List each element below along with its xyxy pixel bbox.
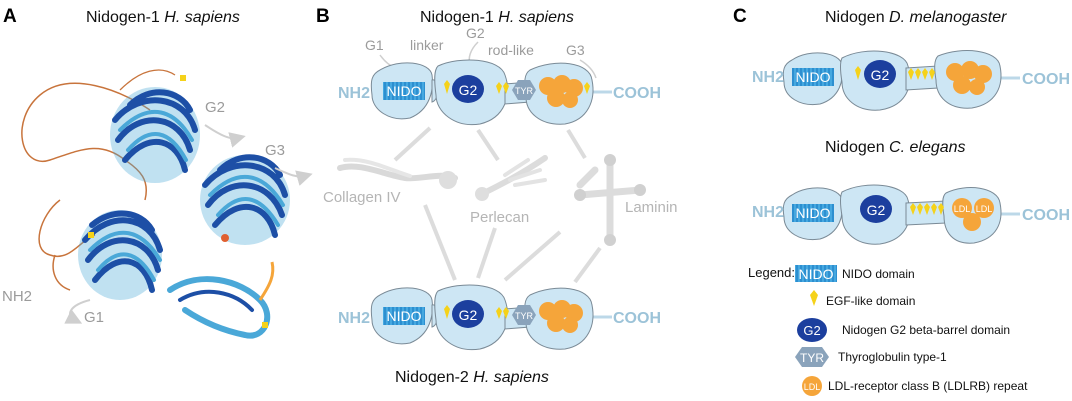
panel-c-title-2: Nidogen C. elegans	[825, 139, 966, 156]
collagen-iv-ligand: Collagen IV	[323, 157, 458, 206]
label-b-g2: G2	[466, 25, 485, 41]
panel-a: A Nidogen-1 H. sapiens	[2, 6, 313, 339]
svg-text:COOH: COOH	[613, 310, 661, 327]
label-a-g1: G1	[84, 309, 104, 326]
legend: Legend: NIDO NIDO domain EGF-like domain…	[748, 265, 1028, 396]
panel-c: C Nidogen D. melanogaster NIDO G2 NH2 CO…	[733, 6, 1070, 396]
svg-text:G2: G2	[867, 202, 886, 218]
panel-letter-a: A	[3, 6, 17, 27]
g3-structure	[200, 154, 290, 245]
svg-text:G2: G2	[459, 307, 478, 323]
panel-b-bottom-title: Nidogen-2 H. sapiens	[395, 369, 549, 386]
loop-region	[21, 82, 151, 201]
label-laminin: Laminin	[625, 199, 678, 216]
nidogen1-schematic: NIDO G2 TYR NH2 COOH	[338, 59, 661, 126]
panel-letter-b: B	[316, 6, 330, 27]
label-a-nh2: NH2	[2, 288, 32, 305]
svg-text:LDL: LDL	[976, 204, 993, 214]
svg-text:NIDO: NIDO	[796, 69, 831, 85]
label-collagen: Collagen IV	[323, 189, 401, 206]
panel-a-title: Nidogen-1 H. sapiens	[86, 9, 240, 26]
svg-text:TYR: TYR	[515, 86, 534, 96]
label-b-linker: linker	[410, 37, 444, 53]
svg-text:NH2: NH2	[338, 310, 370, 327]
panel-c-title-1: Nidogen D. melanogaster	[825, 9, 1007, 26]
g2-oval-icon: G2	[797, 318, 827, 342]
svg-text:NH2: NH2	[338, 85, 370, 102]
label-a-g3: G3	[265, 142, 285, 159]
label-a-g2: G2	[205, 99, 225, 116]
svg-text:COOH: COOH	[1022, 71, 1070, 88]
svg-text:G2: G2	[459, 82, 478, 98]
loop-region-2	[38, 199, 96, 258]
g2-arrow	[204, 124, 246, 148]
svg-text:COOH: COOH	[613, 85, 661, 102]
legend-title: Legend:	[748, 265, 795, 280]
panel-b: B Nidogen-1 H. sapiens G1 linker G2 rod-…	[316, 6, 678, 386]
g1-arrow	[64, 299, 91, 324]
interaction-arrows	[393, 126, 602, 284]
g1-structure	[78, 210, 163, 300]
laminin-ligand: Laminin	[574, 154, 678, 246]
svg-text:NIDO: NIDO	[799, 266, 834, 282]
ldl-circle-icon: LDL	[802, 376, 822, 396]
celegans-schematic: NIDO G2 LDL LDL NH2 COOH	[752, 184, 1070, 245]
perlecan-ligand: Perlecan	[470, 155, 548, 226]
svg-text:TYR: TYR	[515, 311, 534, 321]
panel-b-top-title: Nidogen-1 H. sapiens	[420, 9, 574, 26]
label-b-g1: G1	[365, 37, 384, 53]
label-b-g3: G3	[566, 42, 585, 58]
legend-label-tyr: Thyroglobulin type-1	[838, 350, 947, 364]
nidogen2-schematic: NIDO G2 TYR NH2 COOH	[338, 284, 661, 351]
legend-label-egf: EGF-like domain	[826, 294, 915, 308]
svg-text:G2: G2	[871, 67, 890, 83]
rod-structure	[167, 261, 275, 339]
svg-text:NIDO: NIDO	[387, 308, 422, 324]
svg-text:NH2: NH2	[752, 69, 784, 86]
dmel-schematic: NIDO G2 NH2 COOH	[752, 50, 1070, 111]
g3-pointer	[579, 59, 597, 79]
svg-text:COOH: COOH	[1022, 207, 1070, 224]
nido-box-icon: NIDO	[795, 265, 837, 282]
svg-text:LDL: LDL	[804, 382, 821, 392]
svg-text:TYR: TYR	[800, 351, 824, 365]
legend-label-ldl: LDL-receptor class B (LDLRB) repeat	[828, 379, 1028, 393]
svg-text:G2: G2	[803, 323, 820, 338]
svg-text:NH2: NH2	[752, 204, 784, 221]
tyr-hexagon-icon: TYR	[795, 347, 829, 367]
svg-text:LDL: LDL	[954, 204, 971, 214]
nh2-tail	[52, 254, 71, 291]
legend-label-g2: Nidogen G2 beta-barrel domain	[842, 323, 1010, 337]
label-b-rodlike: rod-like	[488, 42, 534, 58]
panel-letter-c: C	[733, 6, 747, 27]
svg-text:NIDO: NIDO	[387, 83, 422, 99]
egf-diamond-icon	[810, 290, 818, 306]
loop-region-3	[119, 69, 176, 91]
svg-text:NIDO: NIDO	[796, 205, 831, 221]
g2-structure	[110, 75, 200, 183]
legend-label-nido: NIDO domain	[842, 267, 915, 281]
label-perlecan: Perlecan	[470, 209, 529, 226]
g3-arrow	[274, 167, 313, 186]
